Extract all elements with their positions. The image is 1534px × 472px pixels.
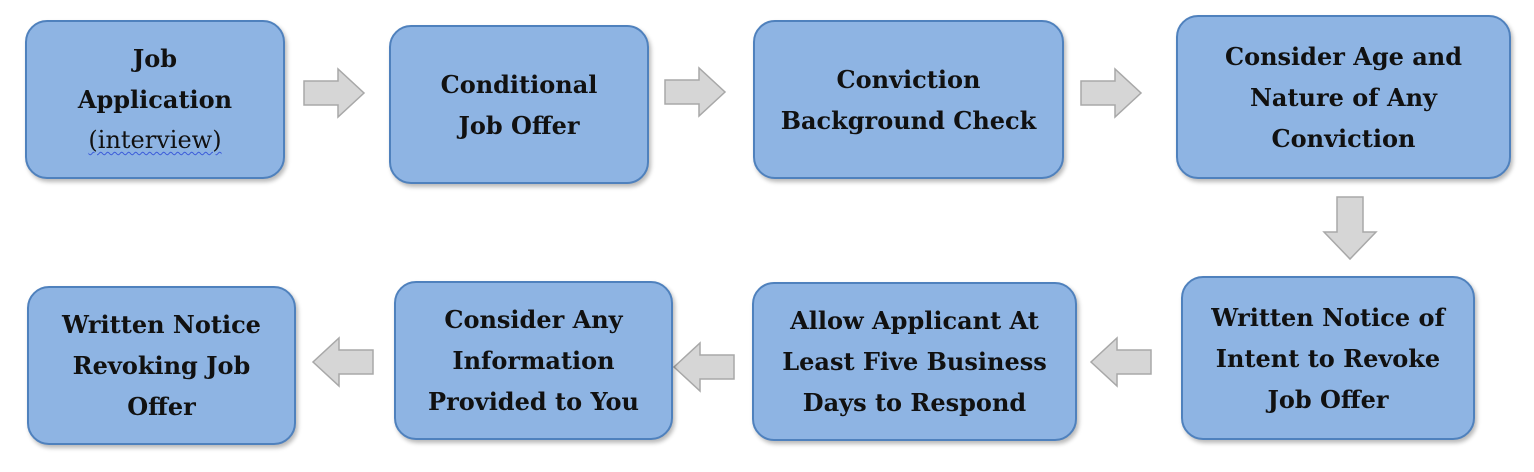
step-line: Provided to You xyxy=(428,387,639,416)
step-consider-age-nature: Consider Age and Nature of Any Convictio… xyxy=(1176,15,1511,179)
step-line: Days to Respond xyxy=(802,388,1027,417)
arrow-right-icon xyxy=(1080,67,1143,119)
arrow-left-icon xyxy=(311,336,374,388)
step-allow-applicant-respond: Allow Applicant At Least Five Business D… xyxy=(752,282,1077,441)
step-label: Consider Age and Nature of Any Convictio… xyxy=(1225,36,1462,159)
step-label: Written Notice of Intent to Revoke Job O… xyxy=(1211,297,1445,420)
step-label: Consider Any Information Provided to You xyxy=(428,299,639,422)
step-line: Information xyxy=(452,346,615,375)
arrow-down-icon xyxy=(1322,196,1378,261)
step-written-notice-revoking: Written Notice Revoking Job Offer xyxy=(27,286,296,445)
arrow-left-icon xyxy=(1089,336,1152,388)
step-line: Written Notice of xyxy=(1211,302,1445,332)
step-line: Revoking Job xyxy=(72,351,251,380)
step-label: Conviction Background Check xyxy=(781,59,1037,141)
step-conviction-background-check: Conviction Background Check xyxy=(753,20,1064,179)
step-line: Offer xyxy=(127,392,196,421)
arrow-right-icon xyxy=(303,67,366,119)
step-line: (interview) xyxy=(88,126,222,154)
step-label: Written Notice Revoking Job Offer xyxy=(62,304,261,427)
step-written-notice-intent: Written Notice of Intent to Revoke Job O… xyxy=(1181,276,1475,440)
step-line: Conditional xyxy=(440,69,598,99)
step-line: Job Offer xyxy=(458,110,580,140)
arrow-right-icon xyxy=(664,66,727,118)
step-line: Nature of Any xyxy=(1249,82,1437,112)
step-line: Consider Age and xyxy=(1224,41,1463,71)
step-line: Least Five Business xyxy=(782,347,1047,376)
step-line: Written Notice xyxy=(62,310,261,339)
step-line: Allow Applicant At xyxy=(790,306,1039,335)
step-job-application: Job Application (interview) xyxy=(25,20,285,179)
step-line: Job Offer xyxy=(1267,384,1389,414)
step-line: Background Check xyxy=(780,105,1037,135)
step-line: Conviction xyxy=(1271,123,1416,153)
step-line: Consider Any xyxy=(444,305,623,334)
step-label: Allow Applicant At Least Five Business D… xyxy=(782,300,1046,423)
step-label: Conditional Job Offer xyxy=(441,64,598,146)
arrow-left-icon xyxy=(672,341,735,393)
step-conditional-job-offer: Conditional Job Offer xyxy=(389,25,649,184)
step-consider-any-information: Consider Any Information Provided to You xyxy=(394,281,673,440)
step-line: Application xyxy=(77,85,233,114)
step-line: Conviction xyxy=(836,64,981,94)
step-line: Intent to Revoke xyxy=(1215,343,1441,373)
step-line: Job xyxy=(132,44,178,73)
step-label: Job Application (interview) xyxy=(78,38,232,161)
